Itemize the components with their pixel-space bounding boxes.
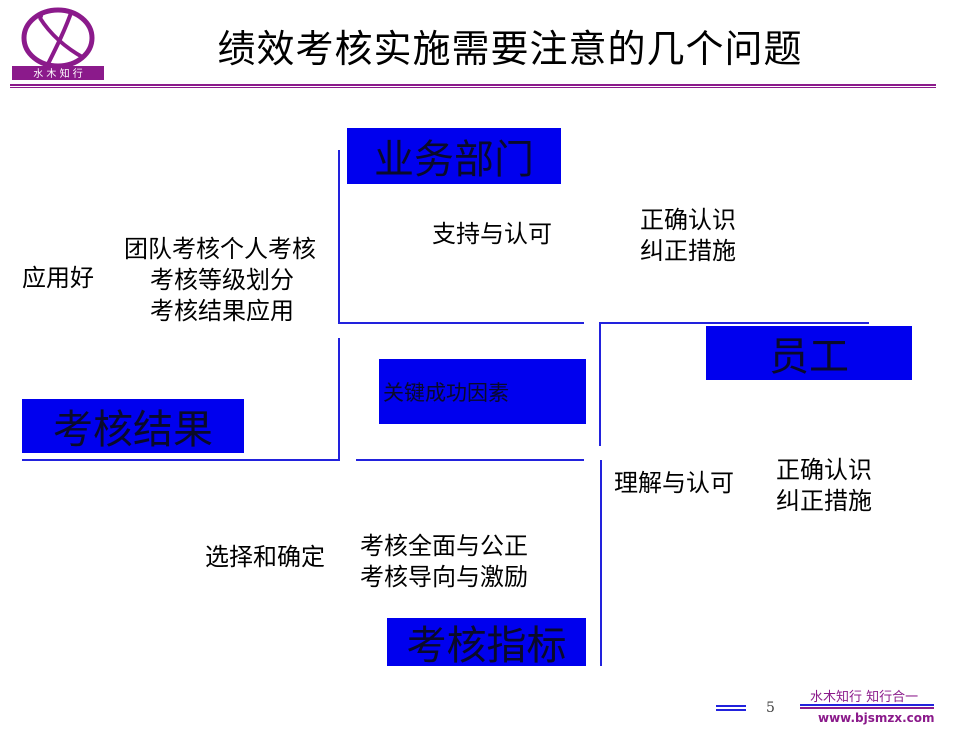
box-assessment-indicators-label: 考核指标 <box>406 623 567 669</box>
divider-mid-left-horizontal <box>22 459 340 461</box>
footer-motto: 水木知行 知行合一 <box>810 690 919 705</box>
divider-right-horizontal <box>599 322 869 324</box>
footer-underline <box>800 704 934 709</box>
text-correct-understanding-bottom: 正确认识 <box>776 456 872 484</box>
divider-top-left-horizontal <box>338 322 584 324</box>
divider-mid-left-vertical <box>338 338 340 460</box>
text-comprehensive-fair: 考核全面与公正 <box>360 532 528 560</box>
text-assessment-grading: 考核等级划分 <box>150 266 294 294</box>
footer-website[interactable]: www.bjsmzx.com <box>818 711 935 725</box>
box-business-dept: 业务部门 <box>347 128 561 184</box>
text-assessment-results-application: 考核结果应用 <box>150 297 294 325</box>
box-employee: 员工 <box>706 326 912 380</box>
text-correct-understanding-top: 正确认识 <box>640 206 736 234</box>
header-divider <box>10 84 936 88</box>
box-business-dept-label: 业务部门 <box>374 137 534 183</box>
svg-text:水 木 知 行: 水 木 知 行 <box>33 67 83 80</box>
page-number: 5 <box>766 700 775 716</box>
text-understand-recognize: 理解与认可 <box>614 469 734 497</box>
box-assessment-indicators: 考核指标 <box>387 618 586 669</box>
box-assessment-results: 考核结果 <box>22 399 244 453</box>
divider-right-vertical-upper <box>599 324 601 446</box>
box-assessment-results-label: 考核结果 <box>53 407 213 453</box>
divider-right-vertical-lower <box>600 460 602 666</box>
text-corrective-measures-top: 纠正措施 <box>640 237 736 265</box>
box-key-success-factors: 关键成功因素 <box>379 359 586 424</box>
text-apply-well: 应用好 <box>22 264 94 292</box>
box-key-success-factors-label: 关键成功因素 <box>383 380 509 405</box>
text-select-determine: 选择和确定 <box>205 543 325 571</box>
slide-title: 绩效考核实施需要注意的几个问题 <box>217 27 803 71</box>
divider-top-left-vertical <box>338 150 340 324</box>
box-employee-label: 员工 <box>769 334 849 380</box>
text-team-individual-assessment: 团队考核个人考核 <box>124 235 316 263</box>
text-guidance-incentive: 考核导向与激励 <box>360 563 528 591</box>
divider-bottom-horizontal <box>356 459 584 461</box>
text-support-recognition: 支持与认可 <box>432 220 552 248</box>
company-logo: 水 木 知 行 <box>12 7 104 80</box>
text-corrective-measures-bottom: 纠正措施 <box>776 487 872 515</box>
footer-bars <box>716 705 746 711</box>
